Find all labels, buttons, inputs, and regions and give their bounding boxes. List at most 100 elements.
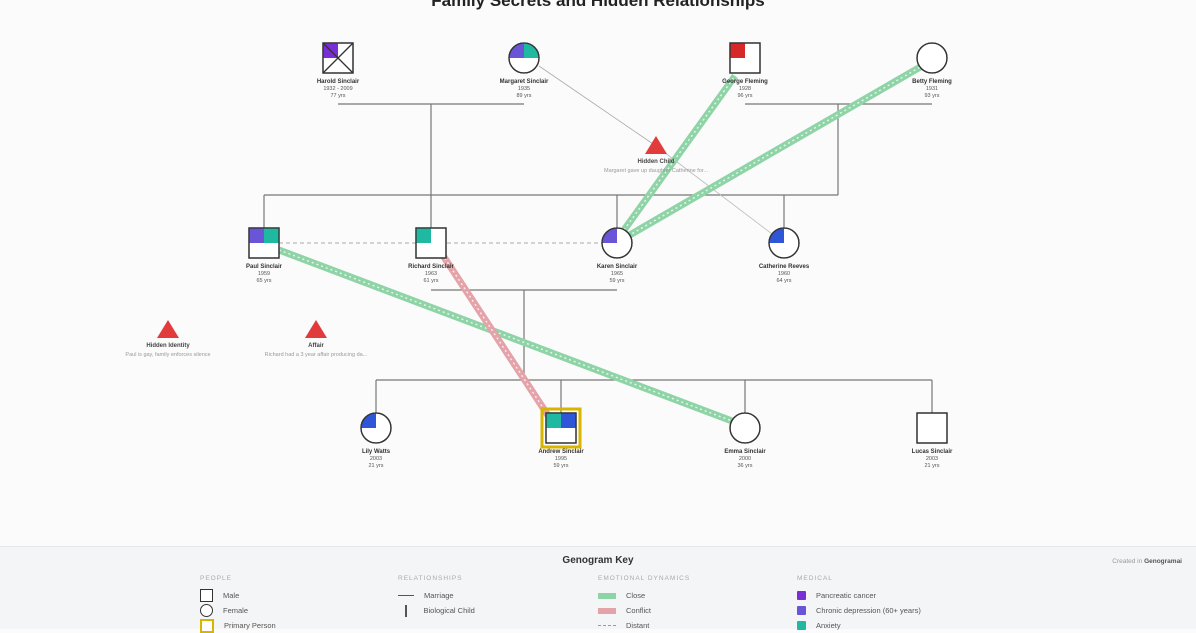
key-heading: PEOPLE — [200, 575, 233, 582]
key-item-label: Anxiety — [816, 621, 841, 630]
event-link — [538, 65, 657, 147]
close-dynamic-texture — [278, 249, 741, 425]
male-outline — [415, 227, 447, 259]
person-name: Lucas Sinclair — [912, 449, 953, 455]
person-name: Richard Sinclair — [408, 264, 454, 270]
person-detail: 2003 — [926, 456, 938, 462]
person-detail: 1932 - 2009 — [323, 86, 352, 92]
event-description: Margaret gave up daughter Catherine for.… — [604, 168, 708, 174]
deceased-mark — [322, 42, 354, 74]
condition-fill — [361, 413, 376, 428]
female-outline — [508, 42, 540, 74]
condition-fill — [524, 43, 539, 58]
male-symbol — [916, 412, 948, 444]
primary-person-icon — [200, 618, 214, 633]
key-item-label: Pancreatic cancer — [816, 591, 877, 600]
person-detail: 36 yrs — [738, 463, 753, 469]
credit-prefix: Created in — [1112, 558, 1143, 565]
person-detail: 2000 — [739, 456, 751, 462]
event-description: Paul is gay, family enforces silence — [125, 352, 210, 358]
person-name: Paul Sinclair — [246, 264, 283, 270]
close-swatch-icon — [598, 592, 616, 599]
person-detail: 96 yrs — [738, 93, 753, 99]
key-item-label: Male — [223, 591, 240, 600]
person-detail: 1960 — [778, 271, 790, 277]
person-name: Catherine Reeves — [759, 264, 810, 270]
person-detail: 65 yrs — [257, 278, 272, 284]
key-item: Primary Person — [200, 618, 276, 633]
close-dynamic-texture — [623, 75, 736, 231]
credit: Created in Genogramai — [1112, 558, 1182, 565]
pancreatic-cancer-swatch-icon — [797, 591, 806, 600]
event-label: Affair — [308, 343, 324, 349]
key-item: Male — [200, 588, 276, 603]
event-label: Hidden Child — [638, 159, 675, 165]
key-item-label: Conflict — [626, 606, 652, 615]
key-item: Female — [200, 603, 276, 618]
condition-fill — [602, 228, 617, 243]
close-dynamic-texture — [627, 65, 923, 237]
credit-brand[interactable]: Genogramai — [1144, 558, 1182, 565]
person-detail: 64 yrs — [777, 278, 792, 284]
condition-fill — [509, 43, 524, 58]
key-item: Marriage — [398, 588, 475, 603]
event-link — [655, 145, 785, 244]
key-heading: RELATIONSHIPS — [398, 575, 463, 582]
conflict-dynamic — [439, 252, 554, 422]
key-item-label: Biological Child — [423, 606, 475, 615]
key-item-label: Marriage — [424, 591, 454, 600]
person-detail: 89 yrs — [517, 93, 532, 99]
key-item-label: Close — [626, 591, 646, 600]
genogram-key: Genogram Key Created in Genogramai PEOPL… — [0, 546, 1196, 633]
male-outline — [545, 412, 577, 444]
key-item-label: Distant — [626, 621, 650, 630]
key-item-label: Female — [223, 606, 249, 615]
person-name: Emma Sinclair — [724, 449, 766, 455]
condition-fill — [264, 228, 279, 243]
person-detail: 59 yrs — [554, 463, 569, 469]
female-symbol-icon — [200, 604, 213, 617]
female-outline — [916, 42, 948, 74]
person-detail: 21 yrs — [369, 463, 384, 469]
key-item: Conflict — [598, 603, 690, 618]
condition-fill — [730, 43, 745, 58]
female-outline — [360, 412, 392, 444]
person-detail: 93 yrs — [925, 93, 940, 99]
person-detail: 1963 — [425, 271, 437, 277]
page-title: Family Secrets and Hidden Relationships — [431, 0, 765, 10]
primary-person-border — [540, 407, 582, 449]
key-item: Distant — [598, 618, 690, 633]
anxiety-swatch-icon — [797, 621, 806, 630]
event-triangle-icon — [157, 320, 179, 338]
person-detail: 59 yrs — [610, 278, 625, 284]
key-item: Anxiety — [797, 618, 921, 633]
key-item: Chronic depression (60+ years) — [797, 603, 921, 618]
person-detail: 61 yrs — [424, 278, 439, 284]
key-heading: MEDICAL — [797, 575, 833, 582]
female-outline — [729, 412, 761, 444]
female-outline — [601, 227, 633, 259]
person-detail: 77 yrs — [331, 93, 346, 99]
person-detail: 2003 — [370, 456, 382, 462]
male-outline — [322, 42, 354, 74]
